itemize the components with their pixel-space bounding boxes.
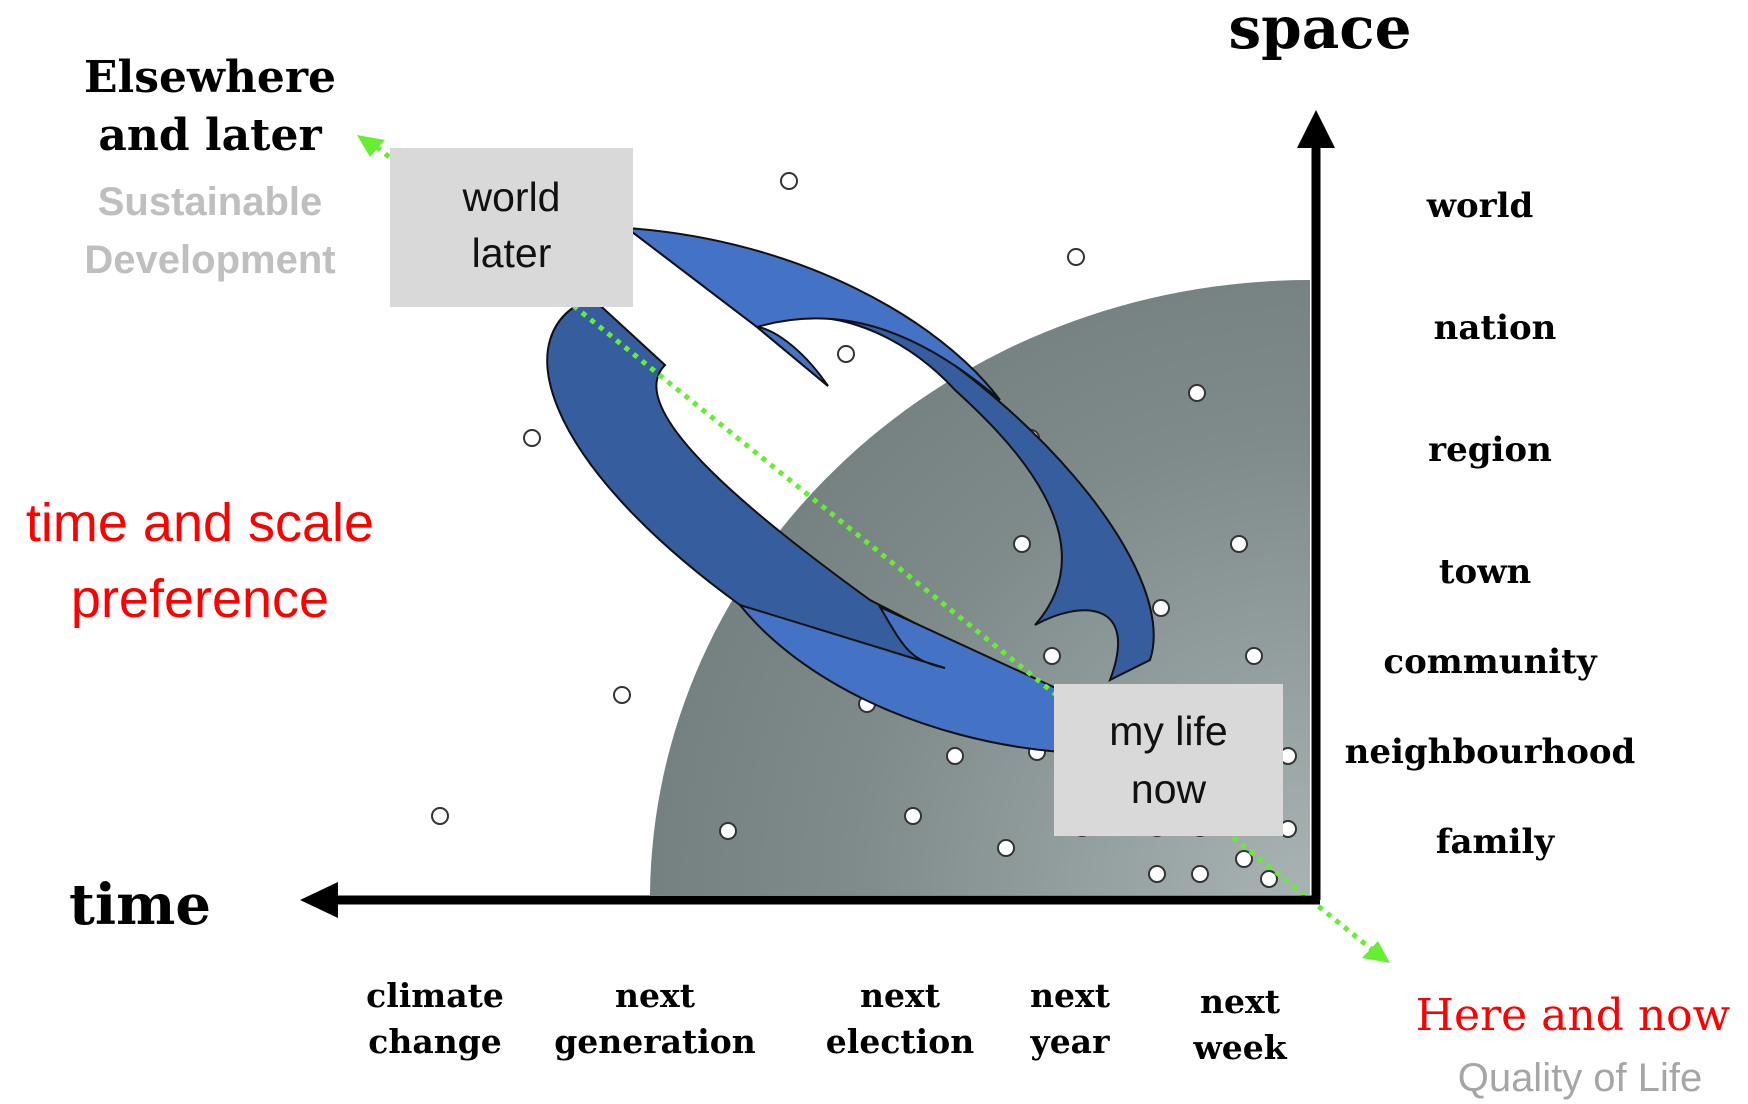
dot [1148,865,1166,883]
time-tick-next-year-line1: next [1030,976,1110,1015]
trend-dotted-line [366,138,1387,962]
dot [904,807,922,825]
quality-of-life-label: Quality of Life [1457,1056,1703,1100]
dot [1013,535,1031,553]
space-tick-neighbourhood: neighbourhood [1344,732,1636,772]
time-tick-next-election-line1: next [860,976,940,1015]
time-tick-next-week-line1: next [1200,982,1280,1021]
dot [613,686,631,704]
time-tick-climate-change-line1: climate [366,976,504,1015]
dot [523,429,541,447]
space-axis-arrowhead [1297,110,1335,148]
elsewhere-label-line2: and later [98,110,322,161]
time-tick-next-election-line2: election [825,1022,975,1061]
dot [1260,870,1278,888]
space-tick-community: community [1383,642,1597,682]
box-world-later-line1: world [462,174,561,220]
dot [1067,248,1085,266]
dot [837,345,855,363]
preference-label-line2: preference [70,569,330,629]
space-tick-family: family [1435,822,1555,862]
trend-arrowhead-top [357,135,385,157]
time-tick-next-generation-line2: generation [554,1022,756,1061]
dot [1191,865,1209,883]
box-world-later: world later [390,148,633,307]
time-axis-arrowhead [300,882,338,918]
sustainable-label-line2: Development [84,238,336,282]
dot [946,747,964,765]
dot [1245,647,1263,665]
here-and-now-label: Here and now [1415,990,1731,1041]
scatter-dots [431,172,1297,888]
time-tick-next-year-line2: year [1030,1022,1110,1061]
dot [1152,599,1170,617]
time-tick-climate-change-line2: change [368,1022,502,1061]
trend-arrowhead-bottom [1362,941,1390,963]
dot [1230,535,1248,553]
time-tick-next-generation-line1: next [615,976,695,1015]
box-my-life-now-line1: my life [1109,708,1228,754]
space-tick-nation: nation [1433,308,1557,348]
box-world-later-line2: later [471,230,552,276]
box-my-life-now-line2: now [1130,766,1207,812]
space-tick-world: world [1426,186,1534,226]
dot [719,822,737,840]
dot [997,839,1015,857]
space-tick-region: region [1428,430,1552,470]
dot [780,172,798,190]
box-my-life-now: my life now [1054,684,1283,836]
time-axis-title: time [68,872,212,938]
sustainable-label-line1: Sustainable [97,180,323,224]
lower-arrow-light [737,603,1061,754]
dot [1235,850,1253,868]
dot [1043,647,1061,665]
space-axis-title: space [1228,0,1412,62]
space-tick-town: town [1438,552,1532,592]
dot [431,807,449,825]
time-tick-next-week-line2: week [1193,1028,1287,1067]
elsewhere-label-line1: Elsewhere [83,52,337,103]
preference-label-line1: time and scale [25,493,375,553]
dot [1188,384,1206,402]
upper-arrow-light [623,226,1001,401]
